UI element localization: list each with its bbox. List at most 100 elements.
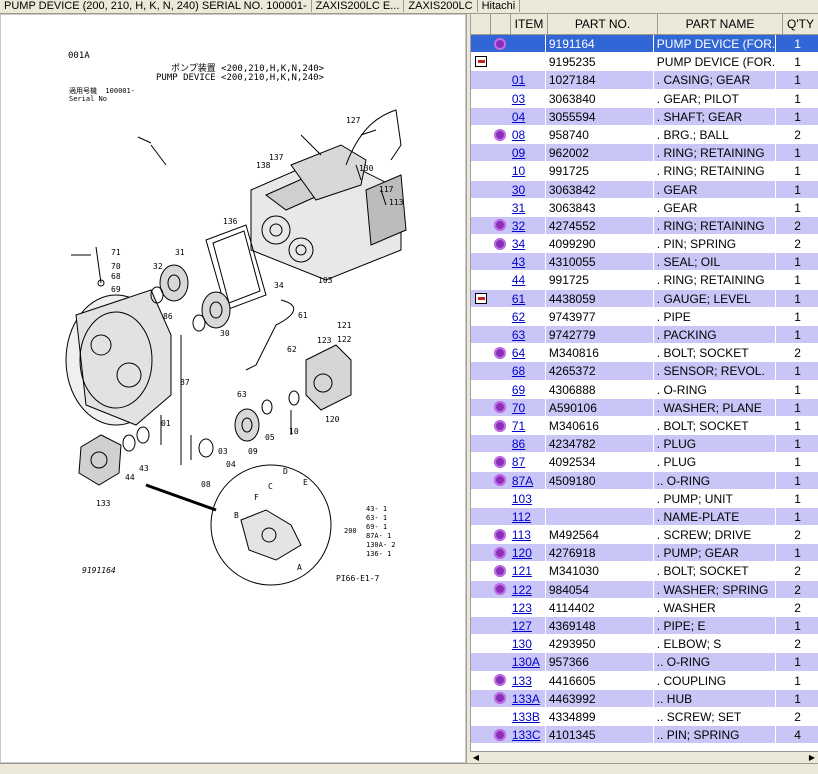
- item-link[interactable]: 113: [511, 528, 531, 543]
- item-link[interactable]: 31: [511, 200, 526, 215]
- item-link[interactable]: 34: [511, 237, 526, 252]
- gear-icon[interactable]: [494, 346, 507, 359]
- item-link[interactable]: 64: [511, 346, 526, 361]
- item-link[interactable]: 63: [511, 328, 526, 342]
- item-link[interactable]: 68: [511, 364, 526, 379]
- item-link[interactable]: 86: [511, 437, 526, 452]
- gear-icon[interactable]: [494, 219, 507, 232]
- item-link[interactable]: 01: [511, 73, 526, 88]
- gear-icon[interactable]: [494, 37, 507, 50]
- item-link[interactable]: 120: [511, 546, 532, 561]
- item-link[interactable]: 32: [511, 218, 526, 233]
- item-link[interactable]: 44: [511, 273, 526, 288]
- header-qty[interactable]: Q'TY: [783, 14, 818, 34]
- item-link[interactable]: 112: [511, 509, 531, 524]
- item-link[interactable]: 130A: [511, 655, 540, 670]
- item-link[interactable]: 03: [511, 91, 526, 106]
- item-link[interactable]: 87: [511, 455, 526, 470]
- item-link[interactable]: 71: [511, 418, 526, 433]
- gear-icon[interactable]: [494, 128, 507, 141]
- header-part-name[interactable]: PART NAME: [658, 14, 783, 34]
- item-link[interactable]: 08: [511, 127, 526, 142]
- gear-icon[interactable]: [494, 528, 507, 541]
- gear-icon[interactable]: [494, 546, 507, 559]
- scroll-right-icon[interactable]: ▶: [808, 753, 816, 762]
- gear-icon[interactable]: [494, 583, 507, 596]
- item-link[interactable]: 127: [511, 619, 532, 633]
- gear-icon[interactable]: [494, 728, 507, 741]
- item-link[interactable]: 62: [511, 309, 526, 324]
- item-link[interactable]: 123: [511, 600, 532, 615]
- note-icon[interactable]: [474, 56, 487, 68]
- header-part-no[interactable]: PART NO.: [548, 14, 658, 34]
- item-link[interactable]: 133B: [511, 709, 540, 724]
- gear-icon[interactable]: [494, 692, 507, 705]
- parts-diagram-panel[interactable]: 001A ポンプ装置 <200,210,H,K,N,240> PUMP DEVI…: [0, 14, 466, 763]
- item-link[interactable]: 09: [511, 146, 526, 161]
- item-link[interactable]: 30: [511, 182, 526, 197]
- item-link[interactable]: 133C: [511, 728, 541, 743]
- scroll-left-icon[interactable]: ◀: [472, 753, 480, 762]
- item-link[interactable]: 10: [511, 164, 526, 179]
- gear-icon[interactable]: [494, 419, 507, 432]
- item-link[interactable]: 133: [511, 673, 532, 688]
- item-link[interactable]: 04: [511, 109, 526, 124]
- panel-splitter[interactable]: [466, 14, 471, 763]
- gear-icon[interactable]: [494, 401, 507, 414]
- gear-icon[interactable]: [494, 565, 507, 578]
- item-link[interactable]: 61: [511, 291, 526, 306]
- item-link[interactable]: 121: [511, 564, 532, 579]
- gear-icon[interactable]: [494, 474, 507, 487]
- gear-icon[interactable]: [494, 674, 507, 687]
- item-link[interactable]: 43: [511, 255, 526, 270]
- item-link[interactable]: 87A: [511, 473, 534, 488]
- gear-icon[interactable]: [494, 455, 507, 468]
- item-link[interactable]: 103: [511, 491, 532, 506]
- note-icon[interactable]: [474, 292, 487, 304]
- item-link[interactable]: 133A: [511, 691, 540, 706]
- header-item[interactable]: ITEM: [511, 14, 548, 34]
- item-link[interactable]: 130: [511, 637, 532, 652]
- item-link[interactable]: 122: [511, 582, 532, 597]
- gear-icon[interactable]: [494, 237, 507, 250]
